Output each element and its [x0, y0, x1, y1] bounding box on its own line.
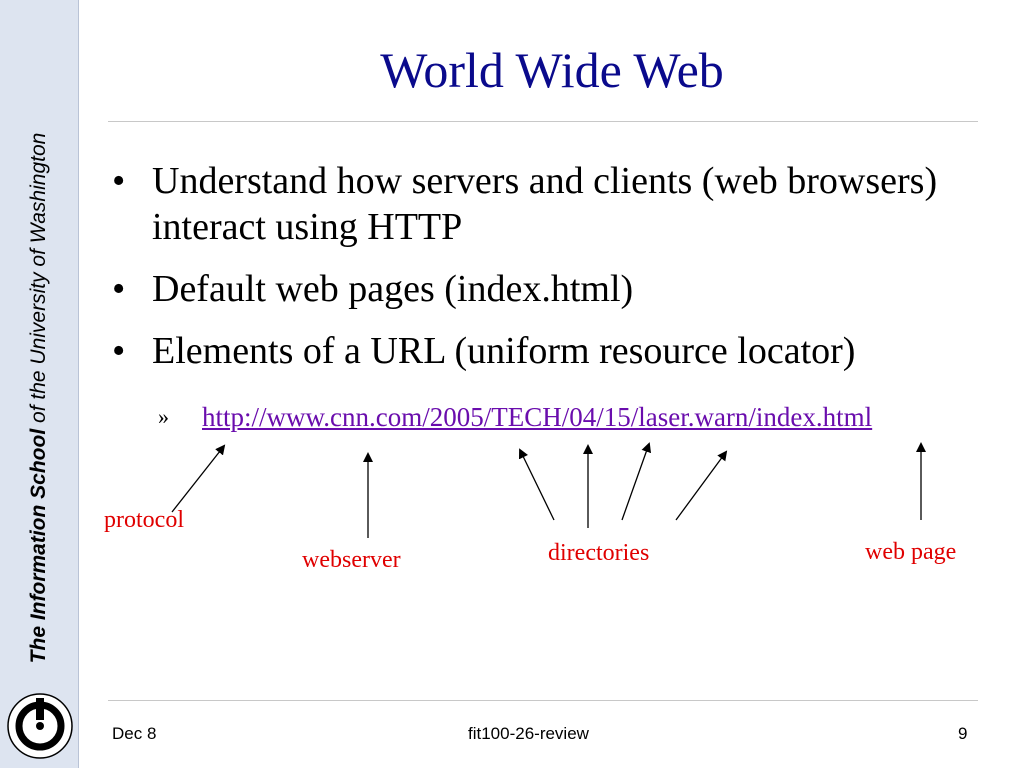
ischool-logo-icon	[7, 693, 73, 759]
label-protocol: protocol	[104, 507, 184, 533]
bullet-dot: •	[112, 160, 126, 202]
directory-arrow-1	[518, 448, 555, 521]
slide-title: World Wide Web	[380, 42, 724, 98]
title-divider	[108, 121, 978, 122]
bullet-list: • Understand how servers and clients (we…	[112, 158, 1012, 390]
bullet-text: Elements of a URL (uniform resource loca…	[152, 330, 856, 372]
bullet-dot: •	[112, 330, 126, 372]
label-web-page: web page	[865, 539, 957, 565]
bullet-dot: •	[112, 268, 126, 310]
bullet-text: Understand how servers and clients (web …	[152, 160, 938, 248]
bullet-item: • Default web pages (index.html)	[112, 266, 1012, 312]
directory-arrow-4	[675, 450, 728, 521]
bullet-item: • Understand how servers and clients (we…	[112, 158, 1012, 250]
directory-arrow-3	[621, 442, 652, 521]
sub-bullet-marker: »	[158, 404, 169, 429]
bullet-item: • Elements of a URL (uniform resource lo…	[112, 328, 1012, 374]
label-directories: directories	[548, 540, 650, 566]
sidebar-band: The Information School of the University…	[0, 0, 79, 768]
footer-page-number: 9	[958, 724, 968, 743]
bullet-text: Default web pages (index.html)	[152, 268, 634, 310]
footer-divider	[108, 700, 978, 701]
protocol-arrow	[171, 444, 226, 513]
footer-date: Dec 8	[112, 724, 157, 743]
example-url-link[interactable]: http://www.cnn.com/2005/TECH/04/15/laser…	[202, 402, 873, 432]
footer-course: fit100-26-review	[468, 724, 589, 743]
label-webserver: webserver	[302, 547, 401, 573]
